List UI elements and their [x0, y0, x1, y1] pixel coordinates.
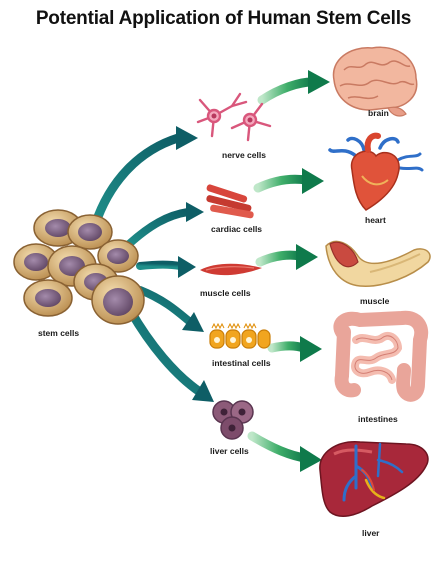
brain-illustration — [332, 46, 418, 117]
liver-label: liver — [362, 528, 380, 538]
muscle-cells-label: muscle cells — [200, 288, 251, 298]
arrow-to-cardiac-cells — [124, 202, 204, 249]
arrow-to-liver-cells — [125, 305, 214, 402]
arrow-to-heart — [253, 168, 324, 194]
liver-cells-illustration — [212, 400, 254, 440]
liver-illustration — [319, 441, 429, 518]
intestines-label: intestines — [358, 414, 398, 424]
intestines-illustration — [333, 310, 429, 402]
arrow-to-intestines — [267, 336, 322, 362]
heart-illustration — [328, 132, 424, 211]
stem-cells-illustration — [13, 209, 145, 325]
arrow-to-brain — [257, 70, 330, 105]
diagram-title: Potential Application of Human Stem Cell… — [35, 8, 412, 29]
stem-cells-label: stem cells — [38, 328, 80, 338]
cardiac-cells-label: cardiac cells — [211, 224, 263, 234]
intestinal-cells-label: intestinal cells — [212, 358, 271, 368]
arrow-to-muscle-cells — [136, 256, 196, 278]
intestinal-cells-illustration — [209, 322, 271, 349]
arrow-to-nerve-cells — [90, 126, 198, 230]
muscle-illustration — [325, 240, 431, 287]
arrow-to-muscle — [255, 244, 318, 270]
nerve-cells-illustration — [196, 92, 272, 142]
liver-cells-label: liver cells — [210, 446, 249, 456]
arrow-to-intestinal-cells — [136, 286, 204, 332]
cardiac-cells-illustration — [206, 184, 254, 219]
heart-label: heart — [365, 215, 386, 225]
arrow-to-liver — [247, 431, 322, 472]
muscle-cells-illustration — [200, 263, 262, 276]
muscle-label: muscle — [360, 296, 390, 306]
brain-label: brain — [368, 108, 389, 118]
nerve-cells-label: nerve cells — [222, 150, 266, 160]
